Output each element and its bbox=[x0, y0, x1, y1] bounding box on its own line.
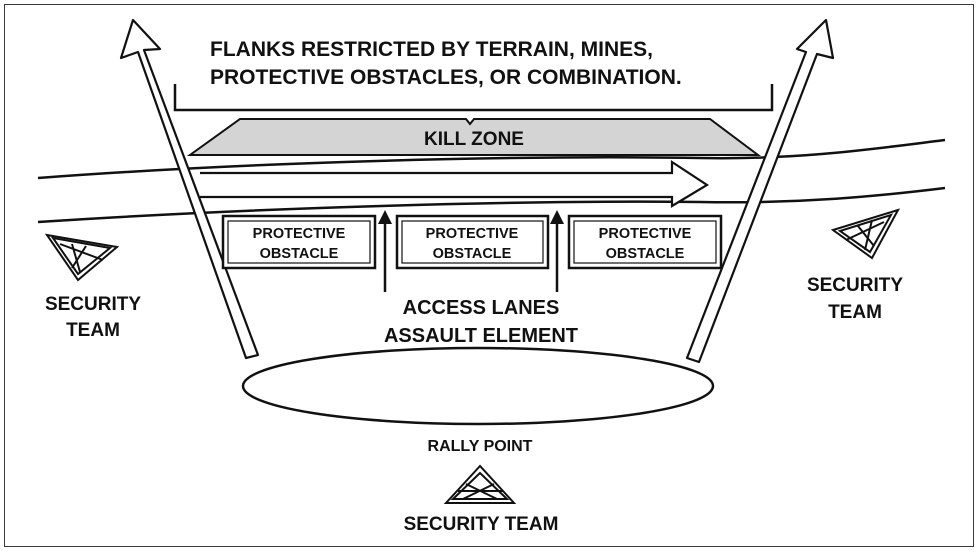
assault-element-label: ASSAULT ELEMENT bbox=[384, 325, 578, 347]
security-team-left-line2: TEAM bbox=[66, 320, 120, 341]
rally-point-label: RALLY POINT bbox=[428, 438, 533, 455]
right-withdrawal-arrow bbox=[685, 18, 835, 364]
access-lane-arrow-left bbox=[378, 210, 392, 292]
road-lower-edge bbox=[37, 186, 946, 224]
protective-obstacle-3 bbox=[567, 214, 723, 270]
flanks-note-line2: PROTECTIVE OBSTACLES, OR COMBINATION. bbox=[210, 66, 682, 89]
security-team-left-line1: SECURITY bbox=[45, 294, 141, 315]
access-lane-arrow-right bbox=[550, 210, 564, 292]
diagram-frame bbox=[4, 4, 974, 547]
security-team-left-symbol bbox=[44, 233, 120, 282]
left-withdrawal-arrow bbox=[119, 18, 260, 360]
flanks-note-line1: FLANKS RESTRICTED BY TERRAIN, MINES, bbox=[210, 38, 653, 61]
obstacle-2-line2: OBSTACLE bbox=[433, 246, 512, 262]
obstacle-1-line1: PROTECTIVE bbox=[253, 226, 346, 242]
flanks-bracket bbox=[173, 84, 774, 112]
obstacle-3-line2: OBSTACLE bbox=[606, 246, 685, 262]
security-team-bottom-label: SECURITY TEAM bbox=[404, 514, 559, 535]
obstacle-1-line2: OBSTACLE bbox=[260, 246, 339, 262]
protective-obstacle-2 bbox=[395, 214, 550, 270]
obstacle-2-line1: PROTECTIVE bbox=[426, 226, 519, 242]
security-team-bottom-symbol bbox=[443, 464, 517, 504]
kill-zone-area bbox=[186, 118, 761, 156]
obstacle-3-line1: PROTECTIVE bbox=[599, 226, 692, 242]
access-lanes-label: ACCESS LANES bbox=[403, 297, 560, 319]
security-team-right-symbol bbox=[830, 208, 901, 260]
rally-point-area bbox=[241, 346, 715, 426]
kill-zone-direction-arrow bbox=[200, 159, 710, 208]
road-upper-edge bbox=[37, 138, 946, 180]
kill-zone-label: KILL ZONE bbox=[424, 129, 524, 150]
security-team-right-line1: SECURITY bbox=[807, 275, 903, 296]
protective-obstacle-1 bbox=[221, 214, 377, 270]
security-team-right-line2: TEAM bbox=[828, 302, 882, 323]
